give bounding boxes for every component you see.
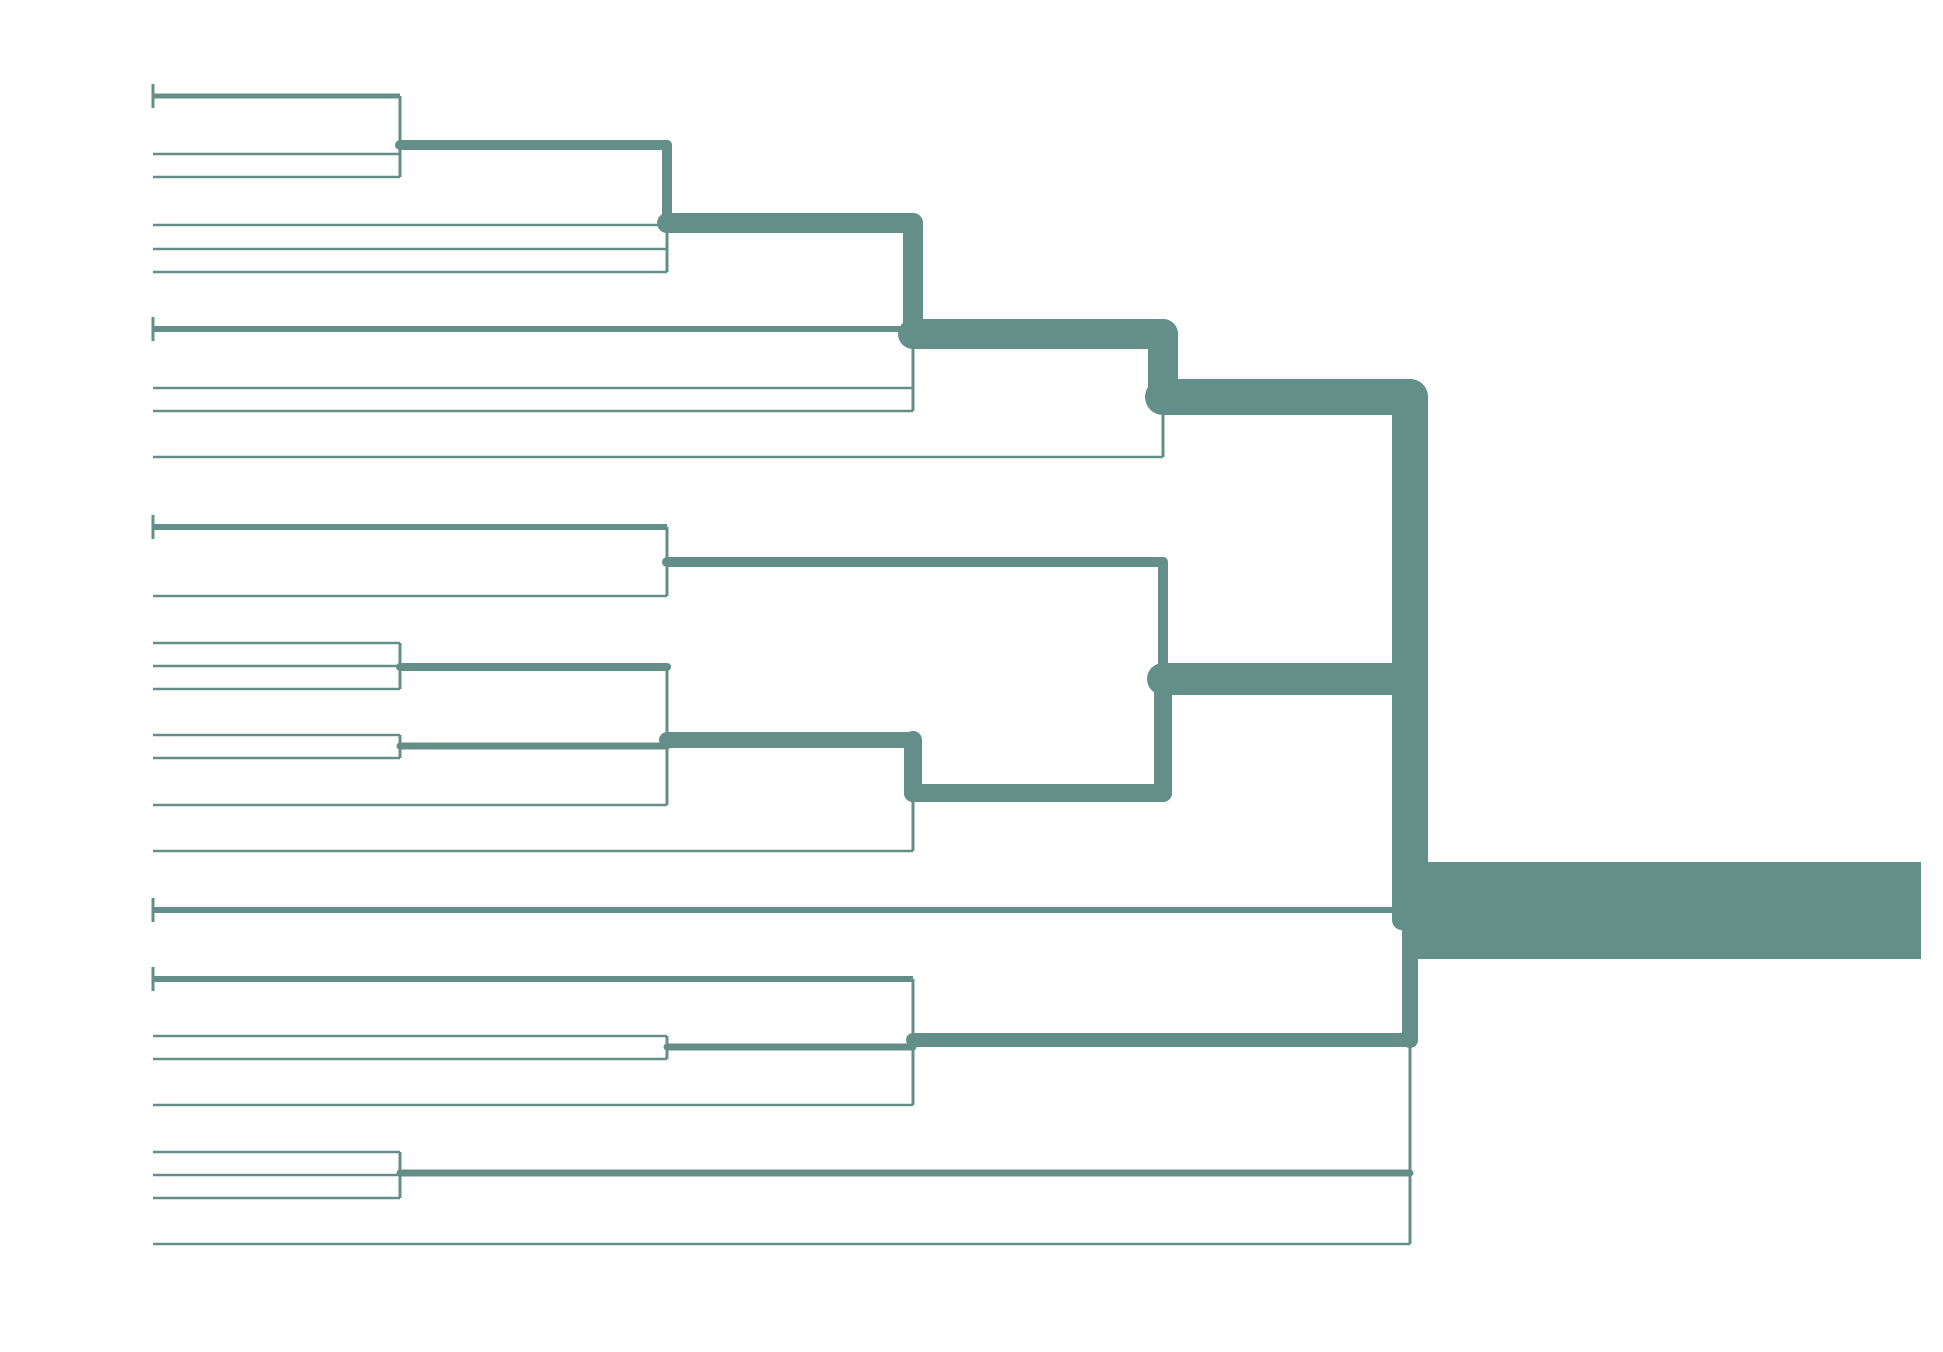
- root-joint: [1392, 860, 1432, 930]
- root-trunk: [1410, 862, 1921, 959]
